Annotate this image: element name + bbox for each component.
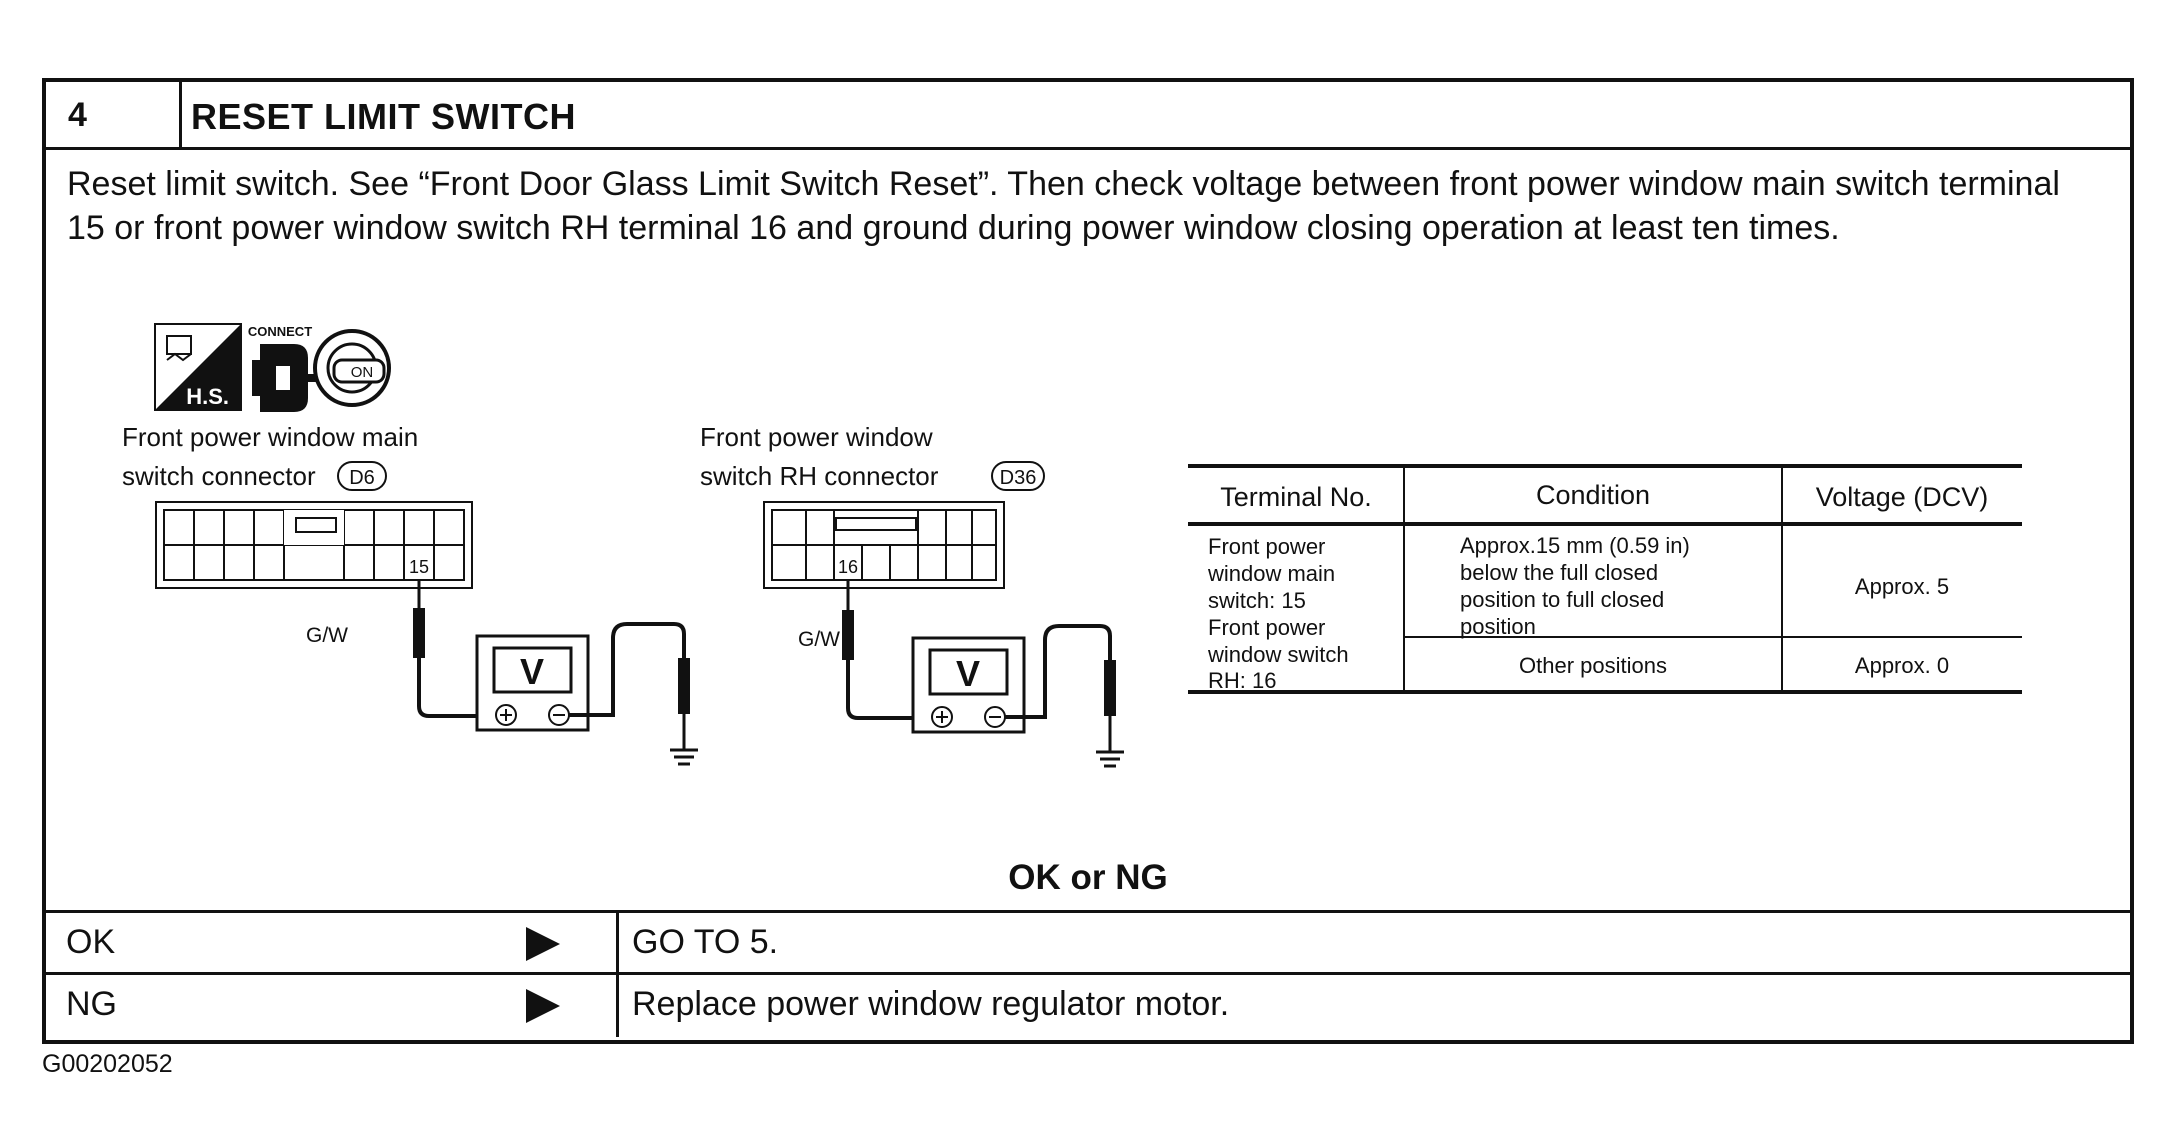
step-number: 4 — [68, 96, 87, 134]
voltage-table: Terminal No. Condition Voltage (DCV) Fro… — [1188, 464, 2022, 694]
rh-connector-label-2: switch RH connector — [700, 461, 939, 491]
connect-icon: CONNECT — [248, 324, 316, 412]
rh-connector-label-1: Front power window — [700, 422, 933, 452]
connect-label: CONNECT — [248, 324, 312, 339]
ground-icon — [670, 748, 698, 766]
condition-line: below the full closed — [1460, 560, 1658, 585]
negative-terminal-icon — [984, 706, 1006, 728]
terminal-line: window switch — [1207, 642, 1349, 667]
ground-icon — [1096, 750, 1124, 768]
rh-voltmeter-label: V — [956, 653, 980, 694]
step-box: 4 RESET LIMIT SWITCH Reset limit switch.… — [42, 78, 2134, 1044]
row-divider — [616, 975, 619, 1037]
table-header-condition: Condition — [1536, 480, 1650, 510]
ignition-key-icon: ON — [313, 329, 391, 407]
step-instruction: Reset limit switch. See “Front Door Glas… — [67, 165, 2060, 247]
main-connector-code: D6 — [349, 467, 375, 489]
rh-connector-code: D36 — [1000, 467, 1037, 489]
terminal-line: RH: 16 — [1208, 668, 1276, 693]
terminal-line: Front power — [1208, 615, 1325, 640]
rh-connector: 16 — [763, 501, 1005, 589]
document-code: G00202052 — [42, 1050, 173, 1078]
terminal-line: window main — [1207, 561, 1335, 586]
rh-probe-circuit: V — [842, 580, 1124, 768]
step-title: RESET LIMIT SWITCH — [191, 96, 576, 137]
row-divider — [616, 913, 619, 975]
ignition-label: ON — [351, 364, 374, 381]
negative-terminal-icon — [548, 704, 570, 726]
main-voltmeter-label: V — [520, 651, 544, 692]
main-terminal-number: 15 — [409, 557, 429, 577]
condition-line: position — [1460, 614, 1536, 639]
main-connector: 15 — [155, 501, 473, 589]
table-header-voltage: Voltage (DCV) — [1816, 482, 1989, 512]
condition-line: Approx.15 mm (0.59 in) — [1460, 533, 1690, 558]
arrow-right-icon — [526, 989, 560, 1023]
result-action: GO TO 5. — [632, 923, 779, 961]
wiring-diagram: H.S. CONNECT ON Front power window main … — [122, 323, 2022, 768]
header-divider — [179, 82, 182, 147]
positive-terminal-icon — [495, 704, 517, 726]
positive-terminal-icon — [931, 706, 953, 728]
main-connector-label-2: switch connector — [122, 461, 316, 491]
decision-question: OK or NG — [1008, 858, 1168, 897]
terminal-line: Front power — [1208, 534, 1325, 559]
arrow-right-icon — [526, 927, 560, 961]
result-row-ng: NG Replace power window regulator motor. — [46, 972, 2130, 1037]
result-label: OK — [66, 923, 116, 961]
hs-label: H.S. — [186, 384, 229, 409]
voltage-value: Approx. 5 — [1855, 574, 1949, 599]
step-header: 4 RESET LIMIT SWITCH — [46, 82, 2130, 150]
main-wire-color: G/W — [306, 624, 348, 647]
main-connector-label-1: Front power window main — [122, 422, 418, 452]
rh-terminal-number: 16 — [838, 557, 858, 577]
result-label: NG — [66, 985, 117, 1023]
main-probe-circuit: V — [413, 580, 698, 766]
diagram-area: H.S. CONNECT ON Front power window main … — [46, 314, 2130, 934]
table-header-terminal: Terminal No. — [1220, 482, 1372, 512]
result-action: Replace power window regulator motor. — [632, 985, 1230, 1023]
condition-line: Other positions — [1519, 653, 1667, 678]
terminal-line: switch: 15 — [1208, 588, 1306, 613]
harness-sheet-icon: H.S. — [154, 323, 242, 411]
rh-wire-color: G/W — [798, 628, 840, 651]
result-row-ok: OK GO TO 5. — [46, 910, 2130, 975]
voltage-value: Approx. 0 — [1855, 653, 1949, 678]
condition-line: position to full closed — [1460, 587, 1664, 612]
